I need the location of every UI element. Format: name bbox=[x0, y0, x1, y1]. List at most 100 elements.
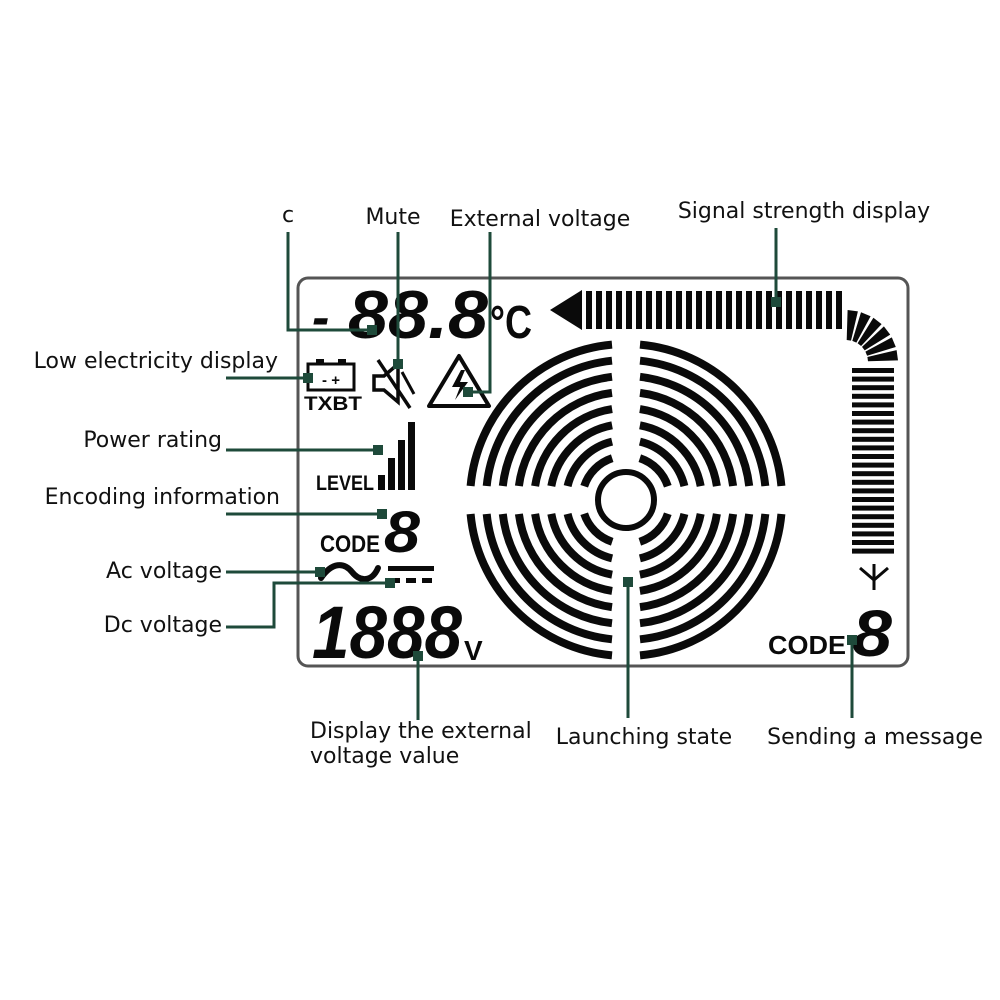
signal-segment bbox=[846, 310, 858, 341]
signal-segment bbox=[606, 291, 612, 329]
battery-terminals: - + bbox=[322, 372, 340, 389]
signal-segment bbox=[852, 411, 894, 416]
code-label: CODE bbox=[320, 531, 380, 558]
callout-mute: Mute bbox=[365, 205, 420, 230]
level-bar-3 bbox=[398, 440, 405, 490]
leader-external-voltage bbox=[468, 232, 492, 394]
signal-segment bbox=[852, 419, 894, 425]
target-ring-arc bbox=[482, 356, 613, 487]
signal-segment bbox=[852, 505, 894, 511]
signal-segment bbox=[852, 385, 894, 391]
antenna-icon bbox=[859, 564, 889, 590]
target-ring-arc bbox=[498, 372, 613, 487]
target-ring-arc bbox=[531, 513, 613, 595]
target-ring-arc bbox=[639, 513, 786, 660]
signal-segment bbox=[696, 291, 702, 329]
target-ring-arc bbox=[547, 421, 613, 487]
signal-segment bbox=[852, 514, 894, 520]
leader-dc-voltage bbox=[226, 581, 390, 629]
signal-segment bbox=[862, 326, 891, 351]
target-ring-arc bbox=[514, 513, 613, 612]
signal-strength-bar bbox=[550, 290, 898, 554]
signal-segment bbox=[852, 368, 894, 373]
signal-segment bbox=[865, 337, 896, 356]
target-ring-arc bbox=[639, 513, 721, 595]
signal-segment bbox=[852, 471, 894, 477]
signal-segment bbox=[857, 317, 882, 346]
dot-signal-strength bbox=[771, 297, 781, 307]
dot-voltage-value bbox=[413, 651, 423, 661]
level-bar-4 bbox=[408, 422, 415, 490]
target-ring-arc bbox=[638, 512, 689, 563]
lcd-frame bbox=[296, 276, 910, 668]
signal-segment bbox=[852, 312, 871, 343]
target-ring-arc bbox=[580, 512, 614, 546]
signal-segment bbox=[852, 488, 894, 494]
callout-dc-voltage: Dc voltage bbox=[104, 613, 222, 638]
target-ring-arc bbox=[639, 513, 754, 628]
signal-segment bbox=[636, 291, 642, 329]
callout-low-electricity: Low electricity display bbox=[34, 349, 278, 374]
dot-low-electricity bbox=[303, 373, 313, 383]
callout-encoding: Encoding information bbox=[45, 485, 280, 510]
voltage-digits: 1888 bbox=[312, 591, 463, 674]
signal-segment bbox=[726, 291, 732, 329]
callout-sending-message: Sending a message bbox=[767, 725, 983, 750]
dot-mute bbox=[393, 359, 403, 369]
signal-segment bbox=[852, 402, 894, 408]
signal-segment bbox=[852, 479, 894, 485]
mute-speaker-icon bbox=[372, 359, 416, 409]
signal-segment bbox=[852, 522, 894, 528]
target-ring-arc bbox=[482, 513, 613, 644]
signal-segment bbox=[766, 291, 772, 329]
signal-segment bbox=[852, 497, 894, 502]
signal-segment bbox=[646, 291, 652, 329]
callout-voltage-value-line2: voltage value bbox=[310, 744, 459, 769]
signal-segment bbox=[852, 548, 894, 554]
temp-unit: °C bbox=[490, 296, 532, 348]
target-ring-arc bbox=[638, 454, 672, 488]
callout-temperature: c bbox=[282, 203, 294, 228]
target-ring-arc bbox=[531, 405, 613, 487]
signal-segment bbox=[826, 291, 832, 329]
target-ring-arc bbox=[514, 388, 613, 487]
target-ring-arc bbox=[638, 437, 689, 488]
target-center-ring bbox=[595, 469, 657, 531]
signal-segment bbox=[626, 291, 632, 329]
target-ring-arc bbox=[639, 513, 770, 644]
signal-segment bbox=[852, 531, 894, 537]
signal-segment bbox=[852, 436, 894, 442]
callout-launching-state: Launching state bbox=[556, 725, 732, 750]
signal-segment bbox=[796, 291, 802, 329]
target-ring-arc bbox=[639, 372, 754, 487]
target-ring-arc bbox=[639, 513, 705, 579]
signal-segment bbox=[786, 291, 792, 329]
level-bar-1 bbox=[378, 475, 385, 490]
dot-encoding bbox=[377, 509, 387, 519]
signal-segment bbox=[852, 454, 894, 459]
target-ring-arc bbox=[498, 513, 613, 628]
temp-digits: 88.8 bbox=[348, 277, 488, 353]
target-ring-arc bbox=[639, 356, 770, 487]
dot-power-rating bbox=[373, 445, 383, 455]
leader-temperature bbox=[286, 232, 372, 332]
signal-segment bbox=[836, 291, 842, 329]
signal-segment bbox=[852, 428, 894, 434]
signal-segment bbox=[852, 376, 894, 382]
target-ring-arc bbox=[639, 388, 738, 487]
dot-external-voltage bbox=[463, 387, 473, 397]
signal-segment bbox=[852, 445, 894, 451]
signal-segment bbox=[596, 291, 602, 329]
signal-segment bbox=[716, 291, 722, 329]
target-ring-arc bbox=[638, 512, 672, 546]
signal-segment bbox=[852, 540, 894, 545]
dot-sending-message bbox=[847, 635, 857, 645]
callout-signal-strength: Signal strength display bbox=[678, 199, 930, 224]
battery-icon: - + bbox=[306, 359, 356, 392]
signal-segment bbox=[776, 291, 782, 329]
level-bar-2 bbox=[388, 458, 395, 490]
callout-power-rating: Power rating bbox=[83, 428, 222, 453]
signal-arrow-head bbox=[550, 290, 582, 330]
dot-dc-voltage bbox=[385, 578, 395, 588]
